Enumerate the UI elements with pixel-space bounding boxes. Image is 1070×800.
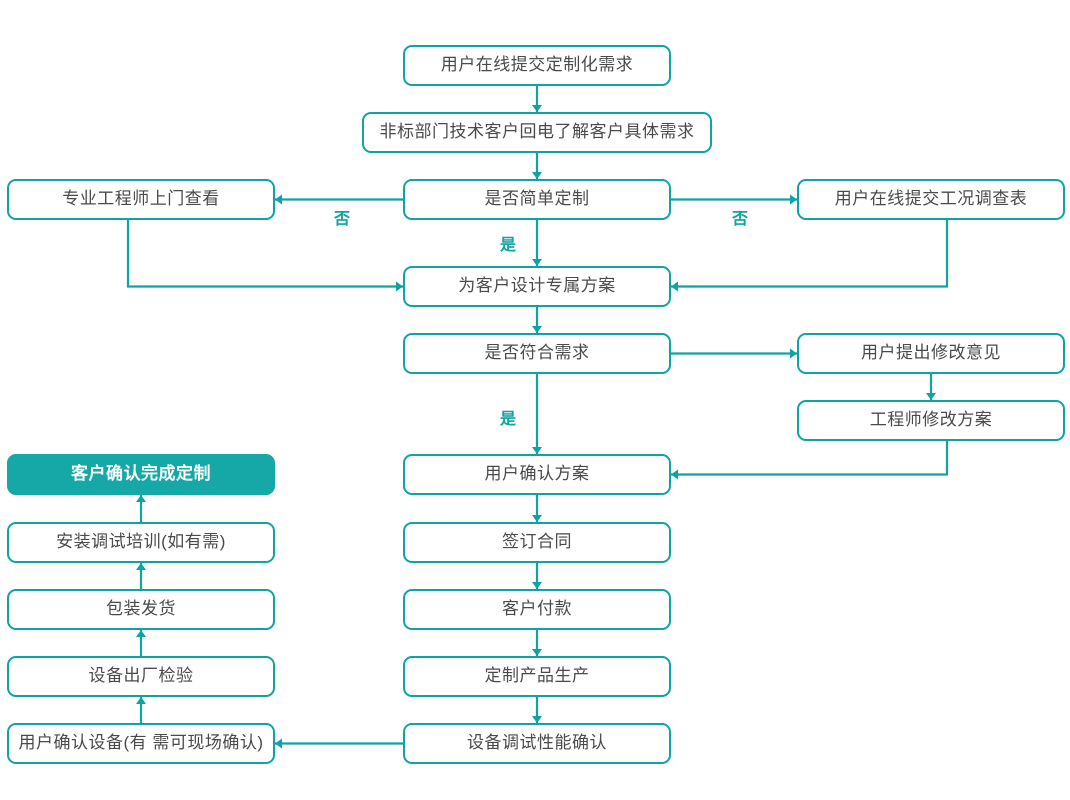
flow-node-label: 用户确认设备(有 需可现场确认)	[18, 733, 264, 753]
flow-node-label: 用户在线提交工况调查表	[834, 189, 1028, 209]
flow-node-n18[interactable]: 设备调试性能确认	[403, 723, 671, 764]
arrowhead	[926, 393, 936, 400]
flow-node-label: 定制产品生产	[484, 666, 590, 686]
flow-node-n16[interactable]: 定制产品生产	[403, 656, 671, 697]
flow-node-n17[interactable]: 设备出厂检验	[7, 656, 275, 697]
arrowhead	[275, 194, 282, 205]
arrowhead	[790, 194, 797, 205]
arrowhead	[532, 326, 542, 333]
flow-node-label: 安装调试培训(如有需)	[56, 532, 226, 552]
flow-node-n19[interactable]: 用户确认设备(有 需可现场确认)	[7, 723, 275, 764]
flow-node-n12[interactable]: 签订合同	[403, 522, 671, 563]
flow-node-n8[interactable]: 用户提出修改意见	[797, 333, 1065, 374]
arrowhead	[136, 630, 146, 637]
connector	[126, 220, 403, 288]
flow-node-label: 包装发货	[106, 599, 176, 619]
flow-node-label: 客户付款	[502, 599, 572, 619]
edge-label-e4: 是	[500, 411, 517, 428]
flow-node-n2[interactable]: 非标部门技术客户回电了解客户具体需求	[362, 112, 712, 153]
flow-node-label: 为客户设计专属方案	[458, 276, 616, 296]
flow-node-label: 是否符合需求	[484, 343, 590, 363]
flow-node-n1[interactable]: 用户在线提交定制化需求	[403, 45, 671, 86]
arrowhead	[671, 281, 678, 292]
flow-node-label: 专业工程师上门查看	[62, 189, 220, 209]
flow-node-n4[interactable]: 专业工程师上门查看	[7, 179, 275, 220]
edge-label-e2: 否	[732, 211, 749, 228]
arrowhead	[532, 515, 542, 522]
flow-node-n11[interactable]: 客户确认完成定制	[7, 454, 275, 495]
flow-node-label: 非标部门技术客户回电了解客户具体需求	[379, 122, 695, 142]
arrowhead	[532, 105, 542, 112]
flow-node-label: 签订合同	[502, 532, 572, 552]
arrowhead	[532, 172, 542, 179]
flow-node-n9[interactable]: 工程师修改方案	[797, 400, 1065, 441]
flow-node-label: 用户提出修改意见	[861, 343, 1001, 363]
arrowhead	[275, 738, 282, 749]
flow-node-label: 是否简单定制	[484, 189, 590, 209]
flow-node-n13[interactable]: 安装调试培训(如有需)	[7, 522, 275, 563]
arrowhead	[532, 582, 542, 589]
flow-node-label: 客户确认完成定制	[71, 464, 211, 484]
flow-node-n14[interactable]: 客户付款	[403, 589, 671, 630]
arrowhead	[790, 348, 797, 359]
arrowhead	[396, 281, 403, 292]
arrowhead	[532, 716, 542, 723]
flow-node-n5[interactable]: 用户在线提交工况调查表	[797, 179, 1065, 220]
flow-node-n15[interactable]: 包装发货	[7, 589, 275, 630]
flow-node-n3[interactable]: 是否简单定制	[403, 179, 671, 220]
edge-label-e1: 否	[334, 211, 351, 228]
flow-node-label: 用户确认方案	[484, 464, 590, 484]
connector	[671, 220, 949, 288]
flow-node-n10[interactable]: 用户确认方案	[403, 454, 671, 495]
flow-node-label: 设备出厂检验	[88, 666, 194, 686]
connector	[671, 441, 949, 476]
edge-label-e3: 是	[500, 237, 517, 254]
arrowhead	[136, 697, 146, 704]
arrowhead	[532, 447, 542, 454]
arrowhead	[136, 495, 146, 502]
flow-node-label: 工程师修改方案	[869, 410, 993, 430]
flow-node-n7[interactable]: 是否符合需求	[403, 333, 671, 374]
flow-node-label: 设备调试性能确认	[467, 733, 607, 753]
arrowhead	[671, 469, 678, 480]
arrowhead	[136, 563, 146, 570]
flow-node-n6[interactable]: 为客户设计专属方案	[403, 266, 671, 307]
arrowhead	[532, 259, 542, 266]
arrowhead	[532, 649, 542, 656]
flow-node-label: 用户在线提交定制化需求	[440, 55, 634, 75]
